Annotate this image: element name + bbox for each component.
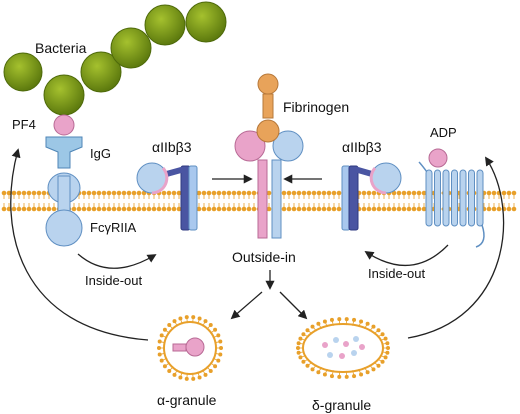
alpha-granule-label: α-granule xyxy=(157,392,217,408)
arrow-inside-out-left xyxy=(77,253,157,269)
fcgriia-complex xyxy=(45,114,83,247)
bacteria-label: Bacteria xyxy=(35,40,87,56)
arrow-to-alpha-granule xyxy=(230,291,263,320)
bacterium-2 xyxy=(43,74,85,116)
integrin-right-shape xyxy=(341,162,402,231)
bacterium-1 xyxy=(3,52,43,92)
fcgriia-label: FcγRIIA xyxy=(90,220,137,235)
arrow-to-delta-granule xyxy=(279,291,308,320)
fcgriia-base xyxy=(45,209,83,247)
delta-granule-shape xyxy=(296,317,390,379)
inside-out-left-label: Inside-out xyxy=(85,273,142,288)
alpha-granule-shape xyxy=(157,315,223,381)
integrin-active-shape xyxy=(234,130,304,239)
outside-in-label: Outside-in xyxy=(232,249,296,265)
arrow-alpha-to-pf4 xyxy=(10,148,149,341)
bacterium-5 xyxy=(144,4,186,46)
pf4-label: PF4 xyxy=(12,117,36,132)
bacterium-6 xyxy=(185,1,227,43)
igg-shape xyxy=(45,136,83,169)
fibrinogen-label: Fibrinogen xyxy=(283,99,349,115)
arrow-delta-to-adp xyxy=(407,156,505,339)
pf4-shape xyxy=(53,114,75,136)
arrow-inside-out-right xyxy=(364,244,449,266)
adp-receptor xyxy=(418,148,485,248)
inside-out-right-label: Inside-out xyxy=(368,266,425,281)
fibrinogen-shape xyxy=(256,73,280,143)
delta-granule-label: δ-granule xyxy=(312,397,371,413)
integrin-left-label: αIIbβ3 xyxy=(152,139,192,155)
adp-shape xyxy=(428,148,448,168)
integrin-left-shape xyxy=(136,162,198,231)
bacteria-chain xyxy=(3,1,227,116)
igg-label: IgG xyxy=(90,146,111,161)
adp-label: ADP xyxy=(430,125,457,140)
integrin-right-label: αIIbβ3 xyxy=(342,139,382,155)
bacterium-4 xyxy=(110,27,152,69)
bacterium-3 xyxy=(80,51,122,93)
